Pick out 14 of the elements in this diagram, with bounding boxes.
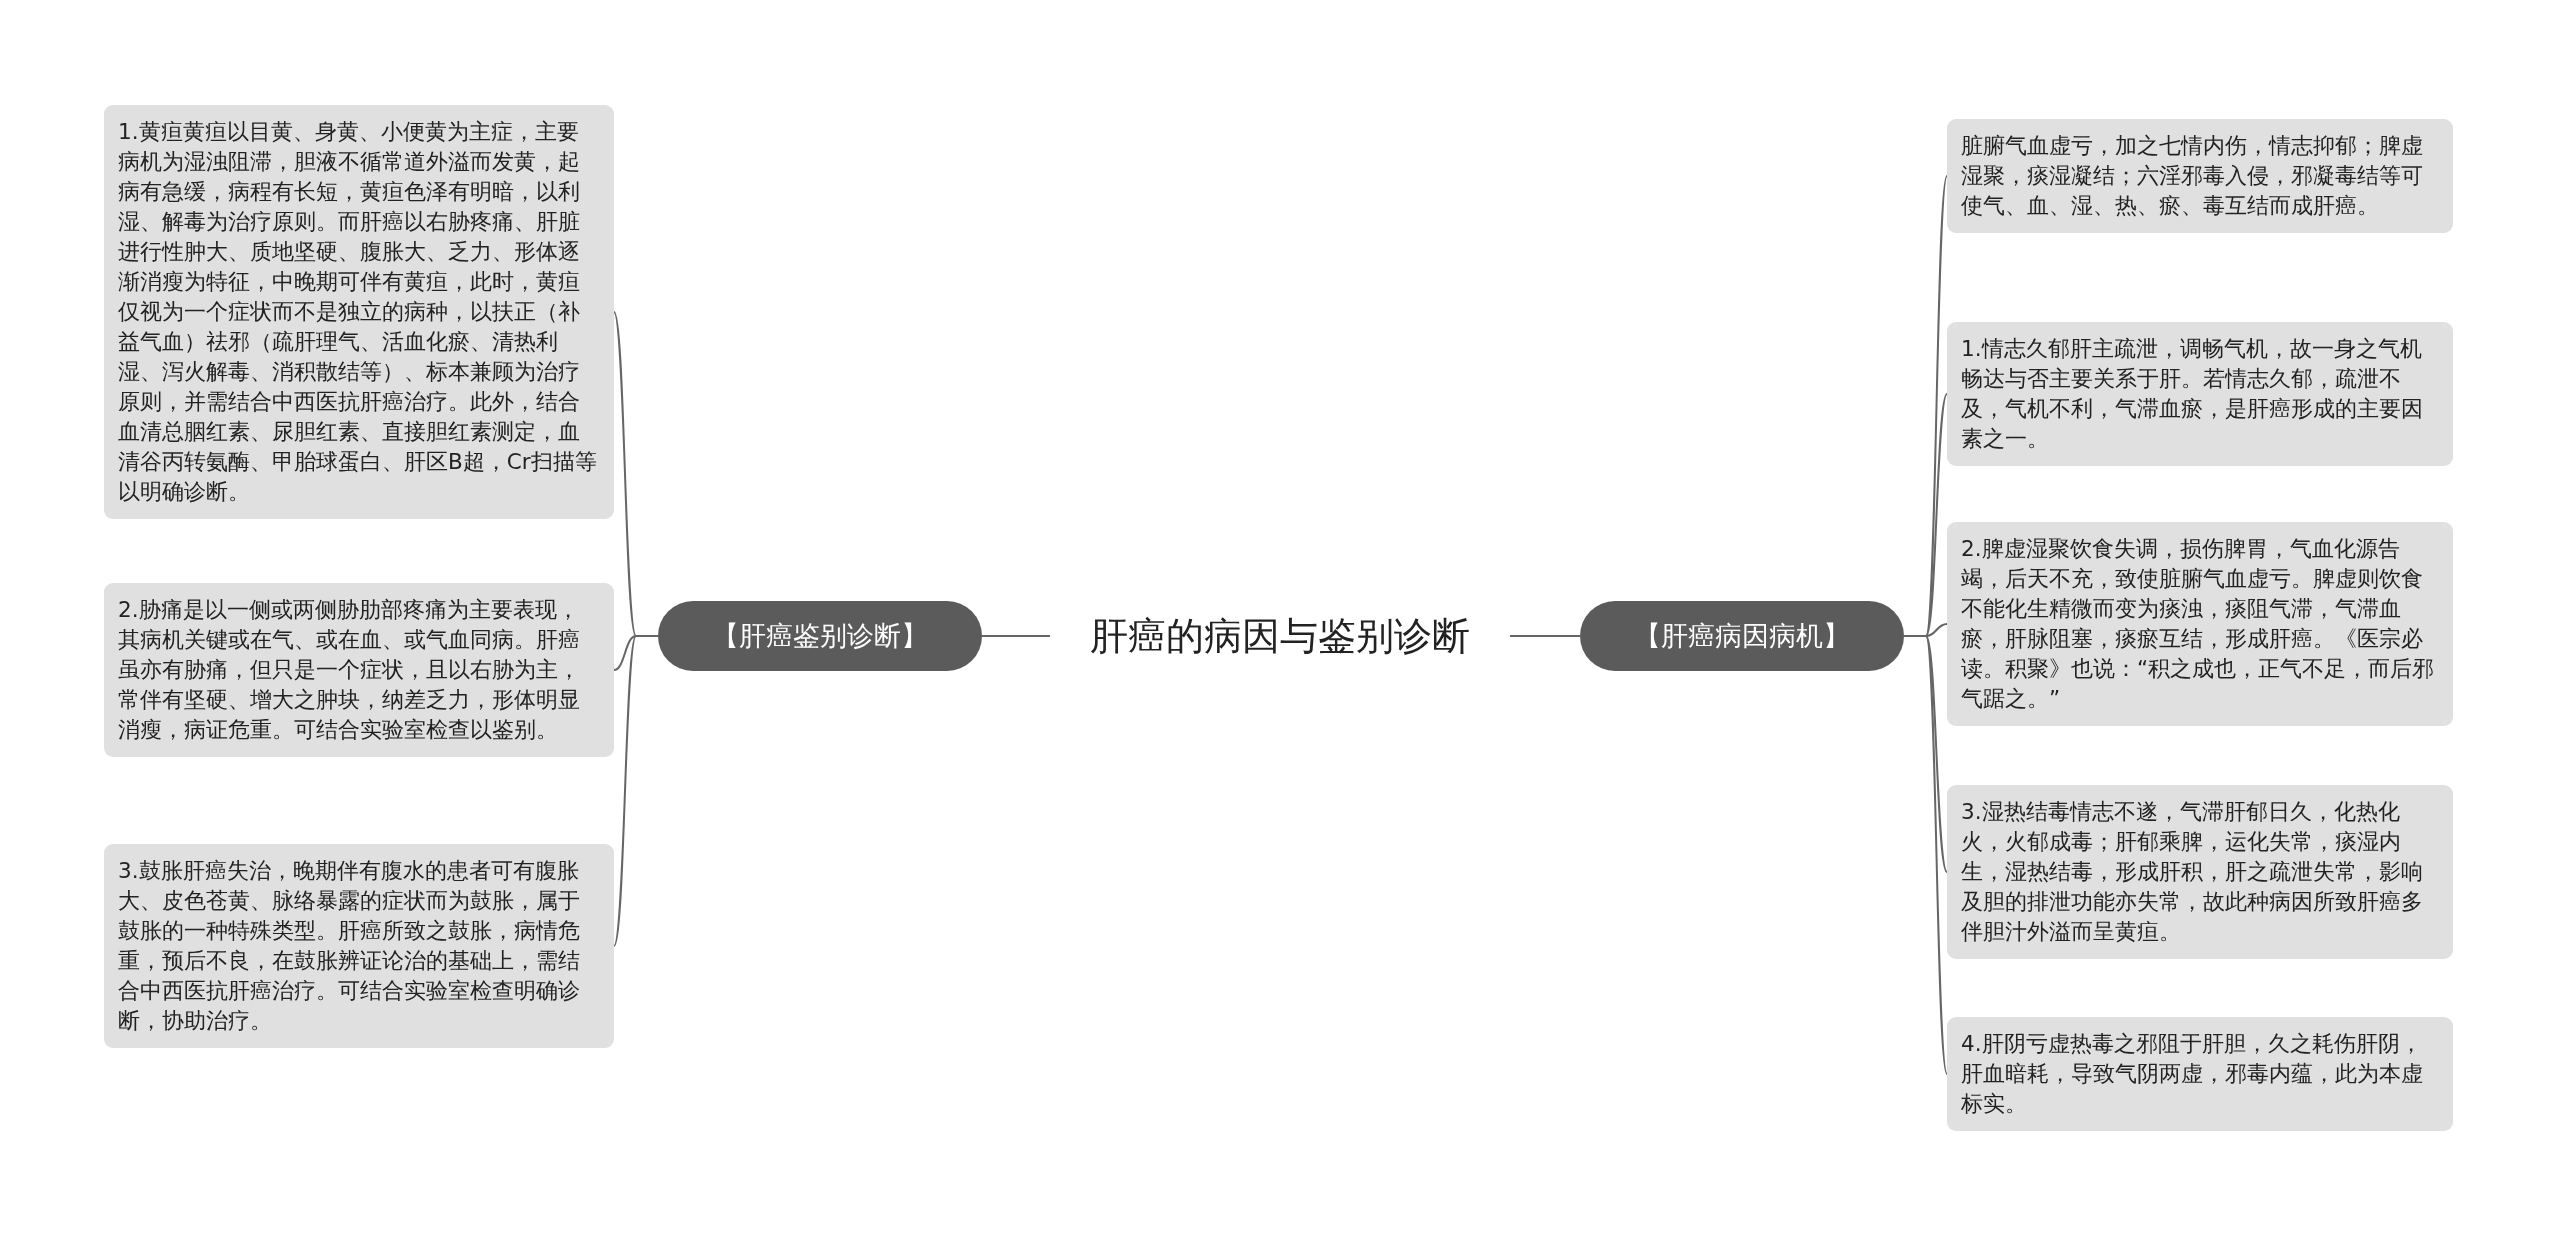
connector-line xyxy=(981,635,1051,637)
text-card: 2.胁痛是以一侧或两侧胁肋部疼痛为主要表现，其病机关键或在气、或在血、或气血同病。肝癌虽亦有胁痛，但只是一个症状，且以右胁为主，常伴有坚硬、增大之肿块，纳差乏力，形体明显消瘦，病证危重。可结合实验室检查以鉴别。 xyxy=(104,583,614,757)
text-card: 1.黄疸黄疸以目黄、身黄、小便黄为主症，主要病机为湿浊阻滞，胆液不循常道外溢而发黄，起病有急缓，病程有长短，黄疸色泽有明暗，以利湿、解毒为治疗原则。而肝癌以右胁疼痛、肝脏进行性肿大、质地坚硬、腹胀大、乏力、形体逐渐消瘦为特征，中晚期可伴有黄疸，此时，黄疸仅视为一个症状而不是独立的病种，以扶正（补益气血）祛邪（疏肝理气、活血化瘀、清热利湿、泻火解毒、消积散结等）、标本兼顾为治疗原则，并需结合中西医抗肝癌治疗。此外，结合血清总胭红素、尿胆红素、直接胆红素测定，血清谷丙转氨酶、甲胎球蛋白、肝区B超，Cr扫描等以明确诊断。 xyxy=(104,105,614,519)
branch-topic: 【肝癌鉴别诊断】 xyxy=(658,601,982,671)
text-card: 脏腑气血虚亏，加之七情内伤，情志抑郁；脾虚湿聚，痰湿凝结；六淫邪毒入侵，邪凝毒结等可使气、血、湿、热、瘀、毒互结而成肝癌。 xyxy=(1947,119,2453,233)
text-card: 4.肝阴亏虚热毒之邪阻于肝胆，久之耗伤肝阴，肝血暗耗，导致气阴两虚，邪毒内蕴，此为本虚标实。 xyxy=(1947,1017,2453,1131)
text-card: 2.脾虚湿聚饮食失调，损伤脾胃，气血化源告竭，后天不充，致使脏腑气血虚亏。脾虚则饮食不能化生精微而变为痰浊，痰阻气滞，气滞血瘀，肝脉阻塞，痰瘀互结，形成肝癌。《医宗必读。积聚》也说：“积之成也，正气不足，而后邪气踞之。” xyxy=(1947,522,2453,726)
text-card: 1.情志久郁肝主疏泄，调畅气机，故一身之气机畅达与否主要关系于肝。若情志久郁，疏泄不及，气机不利，气滞血瘀，是肝癌形成的主要因素之一。 xyxy=(1947,322,2453,466)
branch-topic: 【肝癌病因病机】 xyxy=(1580,601,1904,671)
text-card: 3.湿热结毒情志不遂，气滞肝郁日久，化热化火，火郁成毒；肝郁乘脾，运化失常，痰湿内生，湿热结毒，形成肝积，肝之疏泄失常，影响及胆的排泄功能亦失常，故此种病因所致肝癌多伴胆汁外溢而呈黄疸。 xyxy=(1947,785,2453,959)
central-topic: 肝癌的病因与鉴别诊断 xyxy=(1050,606,1510,666)
connector-line xyxy=(1509,635,1581,637)
text-card: 3.鼓胀肝癌失治，晚期伴有腹水的患者可有腹胀大、皮色苍黄、脉络暴露的症状而为鼓胀，属于鼓胀的一种特殊类型。肝癌所致之鼓胀，病情危重，预后不良，在鼓胀辨证论治的基础上，需结合中西医抗肝癌治疗。可结合实验室检查明确诊断，协助治疗。 xyxy=(104,844,614,1048)
connector-line xyxy=(613,635,659,947)
